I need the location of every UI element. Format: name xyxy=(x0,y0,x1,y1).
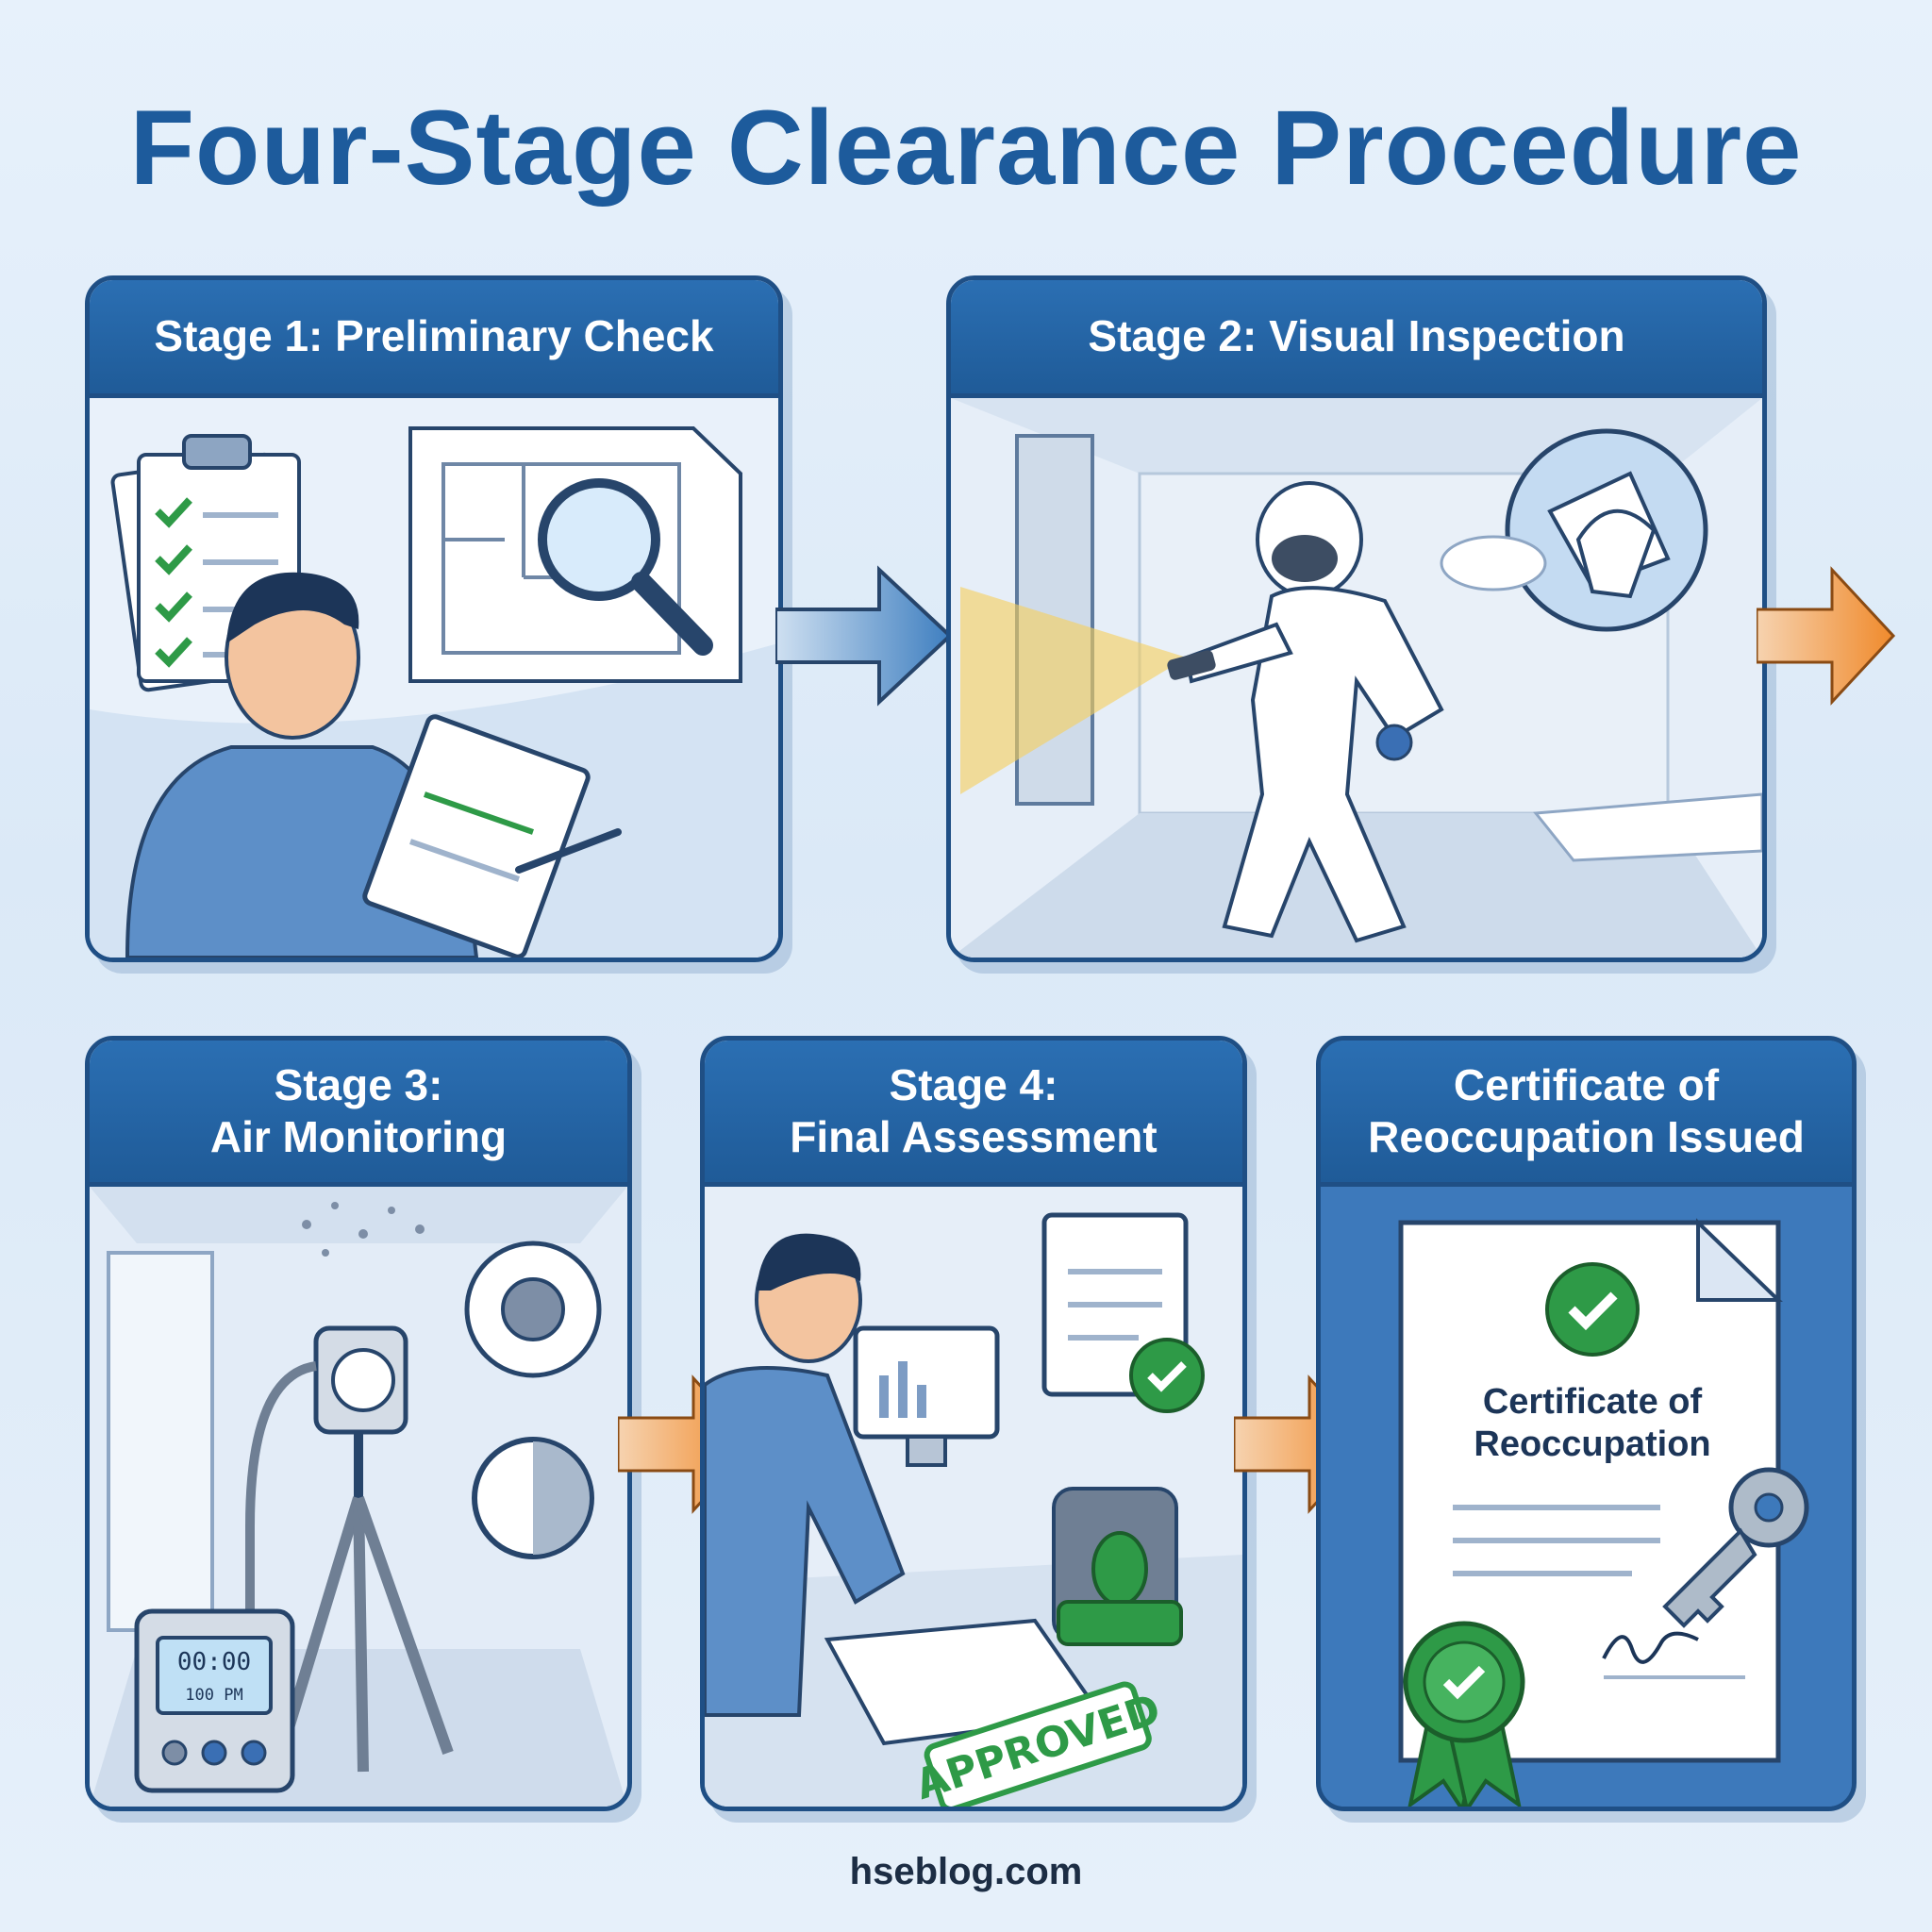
microorganism-icon xyxy=(464,1241,602,1378)
arrow-stage1-to-stage2 xyxy=(775,565,953,707)
stage-2-panel: Stage 2: Visual Inspection xyxy=(946,275,1767,962)
flashlight-beam-icon xyxy=(960,587,1187,794)
rubber-stamp-icon xyxy=(1057,1531,1183,1646)
monitor-time-readout: 00:00 xyxy=(177,1648,251,1676)
arrow-stage2-continue xyxy=(1757,566,1896,706)
stage-2-illustration xyxy=(951,398,1762,958)
computer-monitor-icon xyxy=(853,1325,1000,1467)
stage-3-panel: Stage 3: Air Monitoring xyxy=(85,1036,632,1811)
certificate-doc-line2: Reoccupation xyxy=(1474,1424,1710,1464)
approved-document-icon xyxy=(1041,1212,1205,1413)
stage-4-title-line2: Final Assessment xyxy=(790,1112,1158,1161)
wipe-sample-icon xyxy=(1440,428,1708,632)
stage-3-header: Stage 3: Air Monitoring xyxy=(90,1041,627,1187)
stage-2-title: Stage 2: Visual Inspection xyxy=(1088,311,1625,361)
hazmat-worker-icon xyxy=(1167,481,1444,943)
certificate-header: Certificate of Reoccupation Issued xyxy=(1321,1041,1852,1187)
signature-icon xyxy=(1602,1631,1699,1664)
filter-cassette-icon xyxy=(472,1437,594,1559)
certificate-doc-line1: Certificate of xyxy=(1483,1382,1703,1422)
stage-2-header: Stage 2: Visual Inspection xyxy=(951,280,1762,398)
monitor-reading-readout: 100 PM xyxy=(185,1686,242,1705)
footer-source: hseblog.com xyxy=(849,1851,1083,1892)
air-sampling-pump-icon xyxy=(245,1325,454,1773)
airborne-particles-icon xyxy=(302,1202,425,1257)
certificate-title-line1: Certificate of xyxy=(1453,1059,1720,1109)
stage-1-title: Stage 1: Preliminary Check xyxy=(154,311,714,361)
green-seal-ribbon-icon xyxy=(1403,1621,1525,1807)
air-monitor-device-icon: 00:00 100 PM xyxy=(134,1608,295,1793)
stage-4-illustration: APPROVED xyxy=(705,1187,1242,1807)
stage-3-illustration: 00:00 100 PM xyxy=(90,1187,627,1807)
stage-1-panel: Stage 1: Preliminary Check xyxy=(85,275,783,962)
stage-4-panel: Stage 4: Final Assessment xyxy=(700,1036,1247,1811)
page-title: Four-Stage Clearance Procedure xyxy=(129,89,1803,207)
stage-4-header: Stage 4: Final Assessment xyxy=(705,1041,1242,1187)
stage-4-title-line1: Stage 4: xyxy=(889,1059,1058,1109)
stage-3-title-line1: Stage 3: xyxy=(274,1059,443,1109)
stage-1-illustration xyxy=(90,398,778,958)
certificate-check-icon xyxy=(1545,1262,1640,1357)
certificate-document: Certificate of Reoccupation xyxy=(1398,1218,1783,1763)
stage-3-title-line2: Air Monitoring xyxy=(209,1112,508,1161)
certificate-panel: Certificate of Reoccupation Issued Certi… xyxy=(1316,1036,1857,1811)
stage-1-header: Stage 1: Preliminary Check xyxy=(90,280,778,398)
magnifying-glass-icon xyxy=(538,478,713,656)
key-icon xyxy=(1662,1467,1809,1628)
certificate-illustration: Certificate of Reoccupation xyxy=(1321,1187,1852,1807)
assessor-person-icon xyxy=(705,1233,906,1717)
inspector-person-icon xyxy=(125,572,622,958)
certificate-title-line2: Reoccupation Issued xyxy=(1368,1112,1805,1161)
